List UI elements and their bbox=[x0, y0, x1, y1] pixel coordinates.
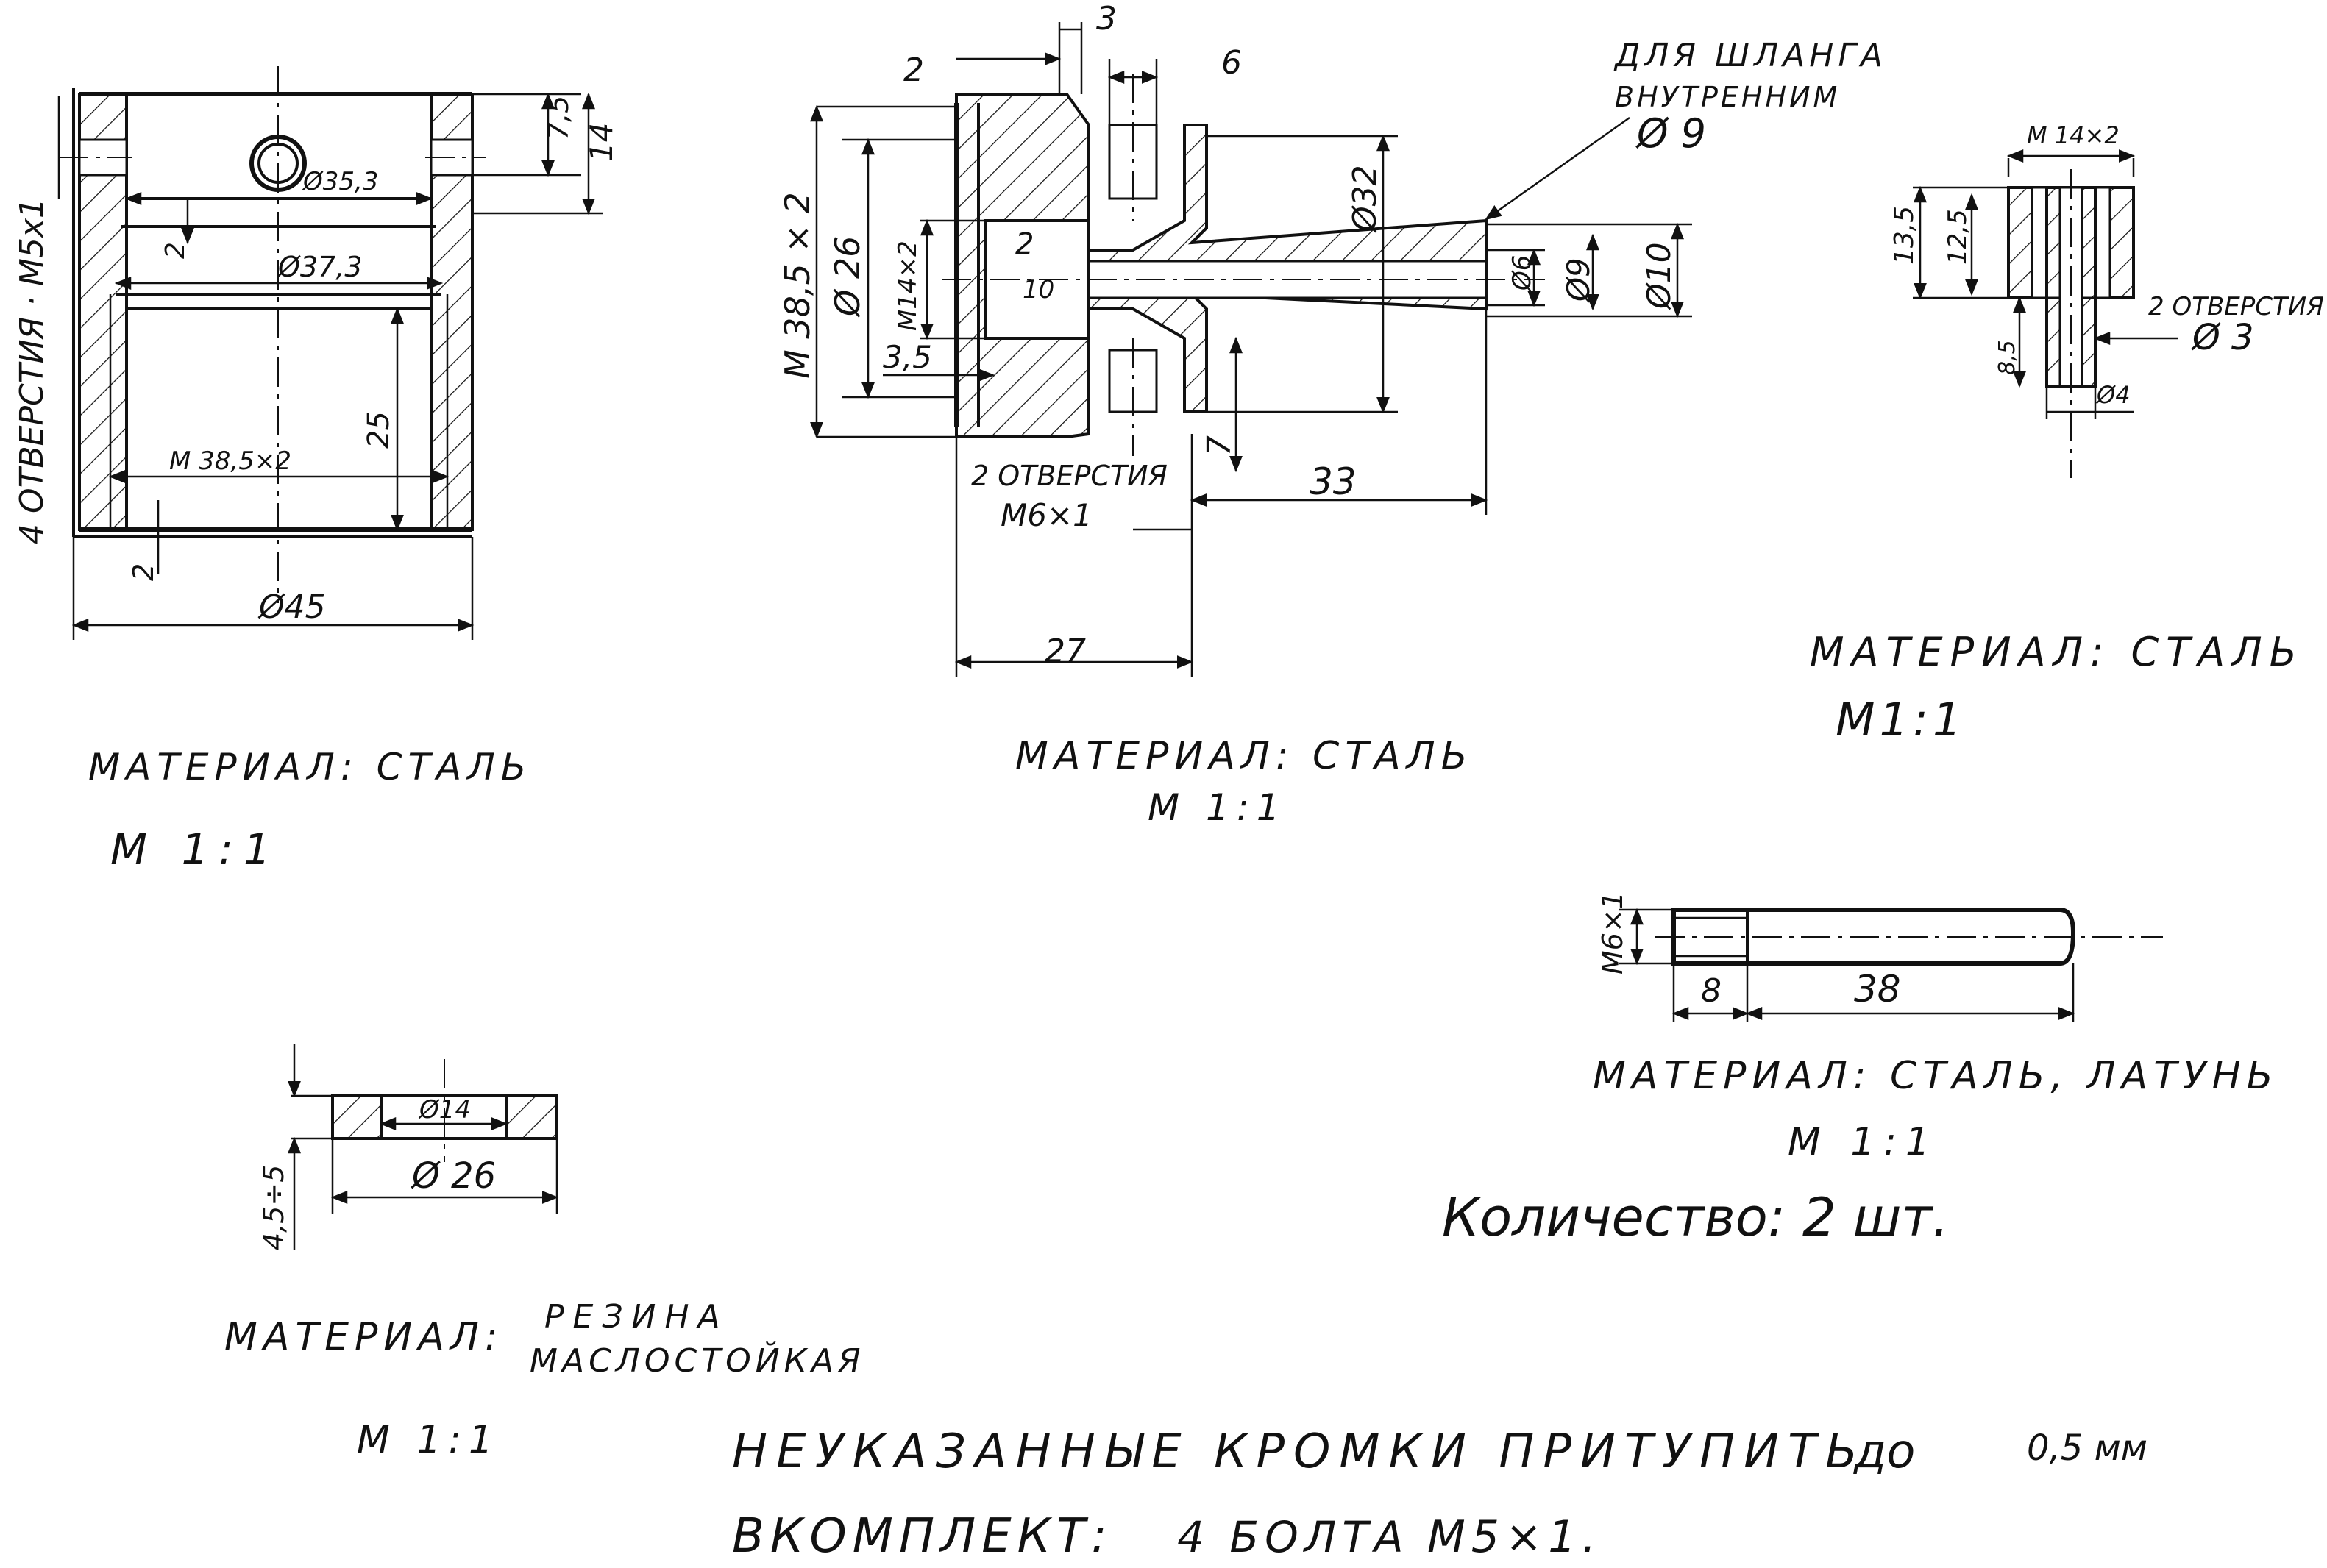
part5-dim-4-5: 4,5÷5 bbox=[257, 1165, 290, 1250]
part2-dim-2: 2 bbox=[903, 51, 924, 89]
note-edges-limit: до bbox=[1853, 1425, 1915, 1479]
note-kit: ВКОМПЛЕКТ: bbox=[732, 1509, 1113, 1564]
part1-labels: 4 ОТВЕРСТИЯ · М5х1 7,5 14 Ø35,3 2 Ø37,3 … bbox=[13, 96, 619, 874]
part2-hose-note-1: ДЛЯ ШЛАНГА bbox=[1613, 37, 1887, 74]
part5-dim-d14: Ø14 bbox=[418, 1095, 471, 1125]
part2-dim-d10: Ø10 bbox=[1641, 242, 1678, 310]
note-kit-count: 4 БОЛТА bbox=[1177, 1512, 1410, 1562]
part1-dim-7-5: 7,5 bbox=[542, 96, 575, 140]
part1-dim-2-bottom: 2 bbox=[127, 563, 160, 581]
part1-dim-d35-3: Ø35,3 bbox=[302, 167, 378, 196]
part2-hose-note-3: Ø 9 bbox=[1635, 110, 1706, 157]
part3-drawing bbox=[1913, 149, 2178, 478]
part1-dim-d37-3: Ø37,3 bbox=[277, 251, 363, 283]
part4-labels: М6×1 8 38 МАТЕРИАЛ: СТАЛЬ, ЛАТУНЬ М 1:1 … bbox=[1442, 891, 2278, 1248]
part2-dim-d32: Ø32 bbox=[1346, 165, 1384, 233]
part3-dim-8-5: 8,5 bbox=[1994, 340, 2020, 375]
part1-drawing bbox=[57, 66, 603, 640]
part2-labels: 3 2 6 ДЛЯ ШЛАНГА ВНУТРЕННИМ Ø 9 М 38,5 ×… bbox=[778, 0, 1887, 829]
part5-drawing bbox=[288, 1044, 559, 1250]
part2-material: МАТЕРИАЛ: СТАЛЬ bbox=[1015, 734, 1473, 778]
part2-dim-10: 10 bbox=[1023, 275, 1054, 304]
part2-dim-d9: Ø9 bbox=[1560, 257, 1596, 303]
part2-dim-m14: М14×2 bbox=[893, 240, 923, 331]
part1-dim-14: 14 bbox=[583, 123, 619, 162]
part2-hose-note-2: ВНУТРЕННИМ bbox=[1615, 81, 1840, 113]
part2-dim-6: 6 bbox=[1221, 44, 1242, 82]
part2-hole-note-2: М6×1 bbox=[1001, 497, 1093, 533]
part2-dim-7: 7 bbox=[1201, 435, 1238, 456]
part1-scale: М 1:1 bbox=[110, 824, 281, 874]
general-notes: НЕУКАЗАННЫЕ КРОМКИ ПРИТУПИТЬ до 0,5 мм В… bbox=[732, 1425, 2147, 1564]
part2-dim-d26: Ø 26 bbox=[828, 236, 867, 318]
part1-hole-note: 4 ОТВЕРСТИЯ · М5х1 bbox=[13, 198, 51, 544]
part2-scale: М 1:1 bbox=[1148, 786, 1287, 829]
part2-dim-33: 33 bbox=[1310, 460, 1357, 503]
part3-dim-13-5: 13,5 bbox=[1889, 206, 1919, 265]
part4-material: МАТЕРИАЛ: СТАЛЬ, ЛАТУНЬ bbox=[1593, 1054, 2278, 1098]
part3-hole-note-2: Ø 3 bbox=[2191, 317, 2254, 358]
part4-dim-38: 38 bbox=[1854, 968, 1901, 1011]
part4-dim-m6: М6×1 bbox=[1596, 891, 1629, 974]
part1-dim-m38-5: М 38,5×2 bbox=[169, 446, 291, 476]
note-edges-value: 0,5 мм bbox=[2027, 1428, 2147, 1469]
part5-labels: Ø14 4,5÷5 Ø 26 МАТЕРИАЛ: РЕЗИНА МАСЛОСТО… bbox=[224, 1095, 865, 1462]
part5-material-2: РЕЗИНА bbox=[544, 1298, 729, 1336]
part3-dim-d4: Ø4 bbox=[2095, 381, 2131, 409]
part4-scale: М 1:1 bbox=[1788, 1120, 1939, 1164]
part2-hole-note-1: 2 ОТВЕРСТИЯ bbox=[971, 460, 1168, 492]
part2-dim-d6: Ø6 bbox=[1507, 255, 1537, 292]
part1-dim-d45: Ø45 bbox=[257, 588, 326, 626]
part1-dim-25: 25 bbox=[362, 411, 396, 449]
part2-dim-2-inner: 2 bbox=[1015, 227, 1034, 261]
part5-material-1: МАТЕРИАЛ: bbox=[224, 1315, 504, 1359]
part3-material: МАТЕРИАЛ: СТАЛЬ bbox=[1810, 629, 2304, 675]
part3-labels: М 14×2 13,5 12,5 8,5 2 ОТВЕРСТИЯ Ø 3 Ø4 … bbox=[1810, 121, 2324, 746]
part1-dim-2-top: 2 bbox=[160, 242, 191, 259]
part5-dim-d26: Ø 26 bbox=[411, 1155, 496, 1197]
part2-dim-27: 27 bbox=[1045, 632, 1086, 670]
part3-dim-m14: М 14×2 bbox=[2027, 121, 2120, 149]
part5-scale: М 1:1 bbox=[357, 1418, 500, 1462]
part1-material: МАТЕРИАЛ: СТАЛЬ bbox=[88, 746, 532, 788]
part2-dim-3: 3 bbox=[1096, 0, 1117, 38]
part4-drawing bbox=[1619, 908, 2163, 1022]
part4-quantity: Количество: 2 шт. bbox=[1442, 1186, 1949, 1248]
part3-scale: М1:1 bbox=[1836, 693, 1966, 746]
part2-drawing bbox=[810, 22, 1692, 677]
part2-dim-3-5: 3,5 bbox=[883, 339, 932, 375]
note-edges: НЕУКАЗАННЫЕ КРОМКИ ПРИТУПИТЬ bbox=[732, 1425, 1866, 1479]
part4-dim-8: 8 bbox=[1701, 972, 1722, 1010]
part5-material-3: МАСЛОСТОЙКАЯ bbox=[530, 1341, 865, 1380]
part3-hole-note-1: 2 ОТВЕРСТИЯ bbox=[2148, 292, 2324, 321]
part4-rod bbox=[1671, 908, 2076, 966]
note-kit-size: М5×1. bbox=[1427, 1511, 1602, 1563]
part2-dim-m38-5: М 38,5 × 2 bbox=[778, 192, 817, 379]
part3-dim-12-5: 12,5 bbox=[1943, 209, 1972, 265]
